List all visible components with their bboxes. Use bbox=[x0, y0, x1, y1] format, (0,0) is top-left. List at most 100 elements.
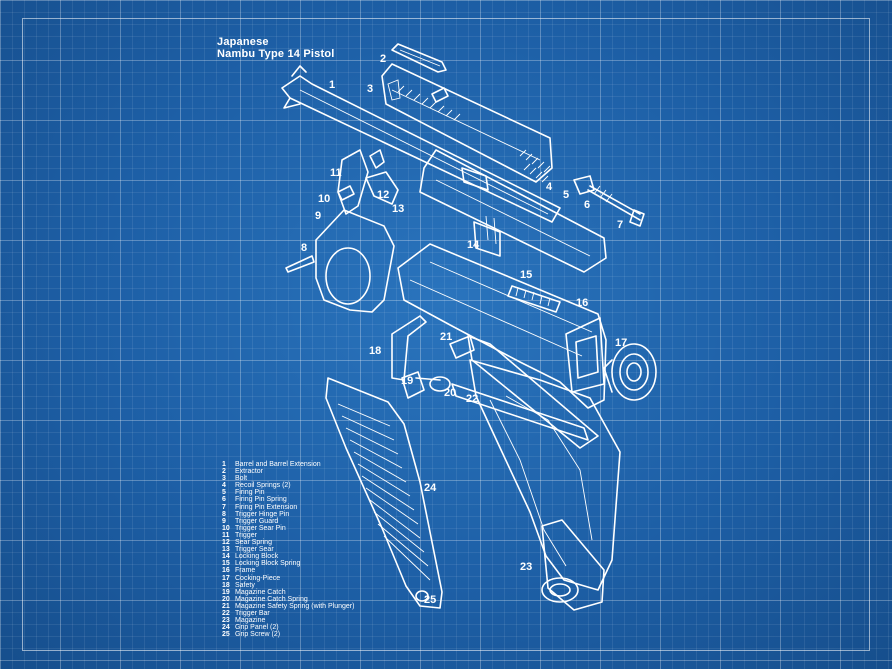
part-name: Recoil Springs (2) bbox=[235, 482, 291, 490]
parts-list-item: 18 Safety bbox=[222, 582, 354, 589]
part-number: 5 bbox=[222, 489, 226, 497]
part-number: 19 bbox=[222, 588, 230, 596]
part-name: Grip Panel (2) bbox=[235, 624, 279, 632]
part-number: 7 bbox=[222, 503, 226, 511]
callout-1: 1 bbox=[329, 79, 335, 91]
part-name: Magazine Catch bbox=[235, 588, 286, 596]
part-number: 24 bbox=[222, 624, 230, 632]
title-line-1: Japanese bbox=[217, 36, 269, 48]
part-number: 9 bbox=[222, 517, 226, 525]
part-recoil-springs bbox=[519, 149, 551, 183]
callout-5: 5 bbox=[563, 189, 569, 201]
part-number: 4 bbox=[222, 482, 226, 490]
part-number: 18 bbox=[222, 581, 230, 589]
callout-25: 25 bbox=[424, 594, 436, 606]
callout-14: 14 bbox=[467, 239, 480, 251]
part-name: Firing Pin Spring bbox=[235, 496, 287, 504]
callout-2: 2 bbox=[380, 53, 386, 65]
part-number: 6 bbox=[222, 496, 226, 504]
parts-list-item: 12 Sear Spring bbox=[222, 539, 354, 546]
callout-24: 24 bbox=[424, 482, 437, 494]
part-name: Extractor bbox=[235, 468, 264, 476]
part-name: Firing Pin bbox=[235, 489, 265, 497]
callout-8: 8 bbox=[301, 242, 307, 254]
part-number: 20 bbox=[222, 595, 230, 603]
parts-list-item: 7 Firing Pin Extension bbox=[222, 504, 354, 511]
part-number: 21 bbox=[222, 602, 230, 610]
part-name: Firing Pin Extension bbox=[235, 503, 298, 511]
parts-list-item: 2 Extractor bbox=[222, 468, 354, 475]
part-extractor bbox=[391, 43, 447, 73]
part-locking-block-spring bbox=[507, 285, 561, 313]
callout-20: 20 bbox=[444, 387, 456, 399]
parts-list-item: 1 Barrel and Barrel Extension bbox=[222, 461, 354, 468]
part-number: 23 bbox=[222, 617, 230, 625]
part-barrel bbox=[281, 65, 561, 223]
callout-12: 12 bbox=[377, 189, 389, 201]
callout-4: 4 bbox=[546, 181, 553, 193]
part-name: Magazine Safety Spring (with Plunger) bbox=[235, 602, 355, 610]
callout-13: 13 bbox=[392, 203, 404, 215]
callout-9: 9 bbox=[315, 210, 321, 222]
part-number: 2 bbox=[222, 468, 226, 476]
parts-list-item: 4 Recoil Springs (2) bbox=[222, 482, 354, 489]
callout-22: 22 bbox=[466, 393, 478, 405]
parts-list-item: 16 Frame bbox=[222, 567, 354, 574]
callout-18: 18 bbox=[369, 345, 381, 357]
callout-3: 3 bbox=[367, 83, 373, 95]
parts-list-item: 19 Magazine Catch bbox=[222, 589, 354, 596]
part-name: Safety bbox=[235, 581, 255, 589]
callout-21: 21 bbox=[440, 331, 452, 343]
part-number: 8 bbox=[222, 510, 226, 518]
part-number: 16 bbox=[222, 567, 230, 575]
parts-list-item: 13 Trigger Sear bbox=[222, 546, 354, 553]
part-name: Cocking-Piece bbox=[235, 574, 281, 582]
parts-list-item: 5 Firing Pin bbox=[222, 489, 354, 496]
callout-11: 11 bbox=[330, 167, 342, 179]
part-grip-panel bbox=[325, 377, 443, 609]
parts-list-item: 21 Magazine Safety Spring (with Plunger) bbox=[222, 603, 354, 610]
part-number: 11 bbox=[222, 531, 230, 539]
part-name: Sear Spring bbox=[235, 539, 272, 547]
part-number: 12 bbox=[222, 539, 230, 547]
part-number: 1 bbox=[222, 461, 226, 468]
part-name: Barrel and Barrel Extension bbox=[235, 461, 321, 468]
part-number: 25 bbox=[222, 631, 230, 639]
part-firing-pin bbox=[573, 175, 645, 227]
part-name: Trigger Sear bbox=[235, 546, 274, 554]
parts-list-item: 6 Firing Pin Spring bbox=[222, 496, 354, 503]
border-frame bbox=[22, 18, 870, 651]
part-name: Magazine bbox=[235, 617, 266, 625]
part-number: 3 bbox=[222, 475, 226, 483]
part-number: 13 bbox=[222, 546, 230, 554]
part-name: Frame bbox=[235, 567, 256, 575]
part-receiver bbox=[419, 149, 607, 273]
part-cocking-piece bbox=[603, 343, 657, 401]
parts-list-item: 24 Grip Panel (2) bbox=[222, 624, 354, 631]
callout-23: 23 bbox=[520, 561, 532, 573]
diagram-title: Japanese Nambu Type 14 Pistol bbox=[217, 36, 335, 60]
callout-10: 10 bbox=[318, 193, 330, 205]
callout-16: 16 bbox=[576, 297, 588, 309]
callout-17: 17 bbox=[615, 337, 627, 349]
part-name: Locking Block Spring bbox=[235, 560, 301, 568]
part-magazine bbox=[541, 519, 605, 611]
parts-list-item: 17 Cocking-Piece bbox=[222, 575, 354, 582]
callout-19: 19 bbox=[401, 375, 413, 387]
parts-list-item: 23 Magazine bbox=[222, 617, 354, 624]
title-line-2: Nambu Type 14 Pistol bbox=[217, 48, 335, 60]
part-number: 22 bbox=[222, 609, 230, 617]
part-number: 17 bbox=[222, 574, 230, 582]
part-safety-and-catch bbox=[391, 315, 589, 441]
